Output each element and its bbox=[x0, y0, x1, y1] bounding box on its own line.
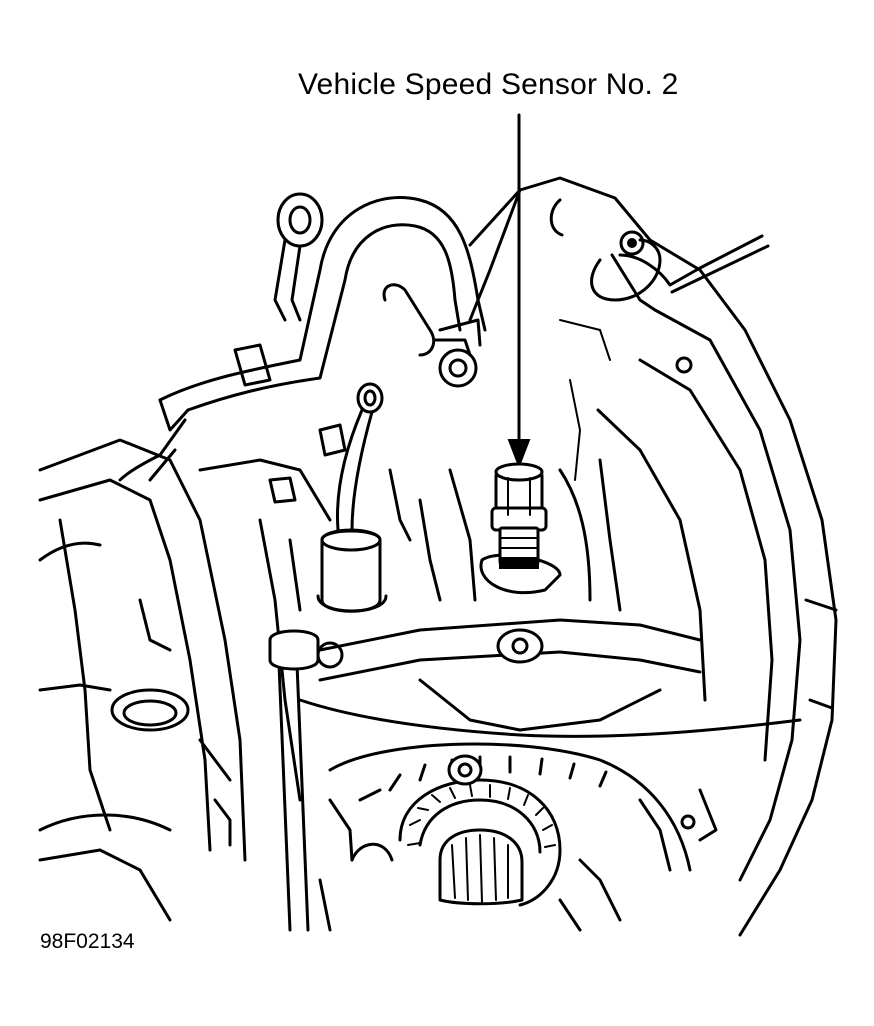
transmission-housing bbox=[470, 178, 836, 935]
dipstick-loop bbox=[275, 194, 322, 320]
output-gear bbox=[320, 744, 690, 930]
cooler-pipe bbox=[120, 198, 485, 480]
case-detail-lines bbox=[200, 345, 620, 610]
case-left bbox=[40, 440, 300, 920]
speed-sensor-no1 bbox=[318, 384, 386, 611]
figure-code: 98F02134 bbox=[40, 930, 135, 953]
callout-arrow bbox=[509, 115, 529, 466]
speed-sensor-no2 bbox=[481, 464, 560, 593]
ground-bolt bbox=[592, 232, 768, 300]
vehicle-speed-sensor-label: Vehicle Speed Sensor No. 2 bbox=[298, 68, 679, 101]
case-rib bbox=[300, 620, 800, 736]
harness-tube bbox=[270, 631, 342, 930]
pipe-bracket bbox=[384, 285, 480, 386]
